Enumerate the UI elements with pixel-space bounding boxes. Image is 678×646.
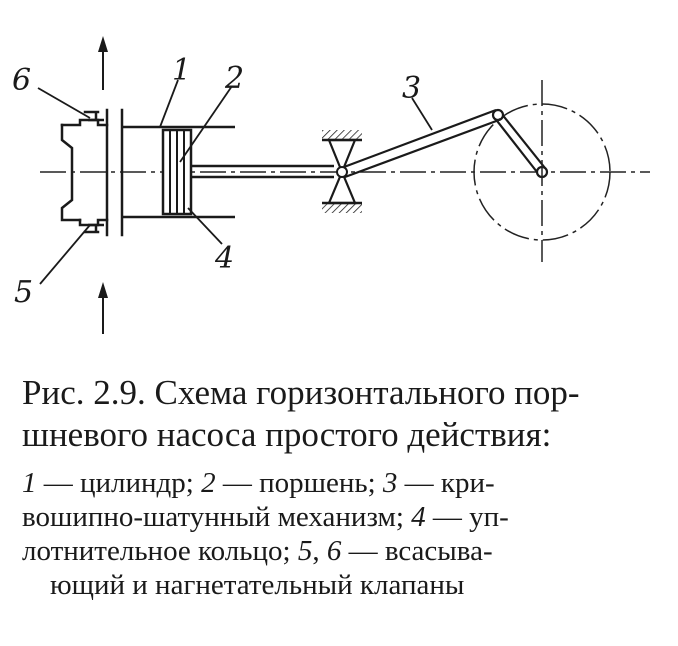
piston bbox=[161, 128, 193, 216]
label-4: 4 bbox=[214, 241, 234, 276]
legend-text: — поршень; bbox=[215, 467, 383, 499]
caption-legend-line-2: вошипно-шатунный механизм; 4 — уп- bbox=[22, 500, 678, 534]
cylinder bbox=[122, 125, 235, 219]
leader-lines bbox=[37, 79, 433, 285]
legend-number: 1 bbox=[22, 467, 37, 499]
crank bbox=[491, 108, 549, 179]
discharge-valve bbox=[88, 113, 104, 122]
label-3: 3 bbox=[402, 71, 421, 106]
legend-number: 6 bbox=[326, 535, 342, 567]
discharge-arrow bbox=[98, 36, 108, 90]
legend-text: — всасыва- bbox=[341, 535, 493, 567]
legend-text: — кри- bbox=[397, 467, 495, 499]
legend-text: лотнительное кольцо; bbox=[22, 535, 298, 567]
figure-caption: Рис. 2.9. Схема горизонтального пор- шне… bbox=[0, 372, 678, 602]
label-5: 5 bbox=[14, 275, 33, 310]
crosshead-guide bbox=[322, 130, 362, 213]
legend-number: 4 bbox=[411, 501, 426, 533]
caption-title-line-2: шневого насоса простого действия: bbox=[22, 415, 552, 454]
legend-text: — цилиндр; bbox=[36, 467, 202, 499]
legend-text: — уп- bbox=[425, 501, 509, 533]
suction-valve bbox=[88, 223, 104, 232]
caption-legend-line-4: ющий и нагнетательный клапаны bbox=[50, 569, 465, 601]
piston-rod bbox=[191, 164, 334, 179]
crank-circle bbox=[473, 80, 611, 262]
legend-text: вошипно-шатунный механизм; bbox=[22, 501, 412, 533]
label-1: 1 bbox=[172, 53, 191, 88]
connecting-rod bbox=[343, 108, 500, 179]
caption-legend-line-1: 1 — цилиндр; 2 — поршень; 3 — кри- bbox=[22, 466, 678, 500]
label-6: 6 bbox=[12, 63, 31, 98]
caption-legend-line-3: лотнительное кольцо; 5, 6 — всасыва- bbox=[22, 534, 678, 568]
legend-number: 3 bbox=[382, 467, 398, 499]
legend-number: 2 bbox=[201, 467, 216, 499]
caption-title-line-1: Рис. 2.9. Схема горизонтального пор- bbox=[22, 373, 580, 412]
legend-text: , bbox=[312, 535, 327, 567]
label-2: 2 bbox=[224, 61, 244, 96]
suction-arrow bbox=[98, 282, 108, 334]
legend-number: 5 bbox=[297, 535, 313, 567]
